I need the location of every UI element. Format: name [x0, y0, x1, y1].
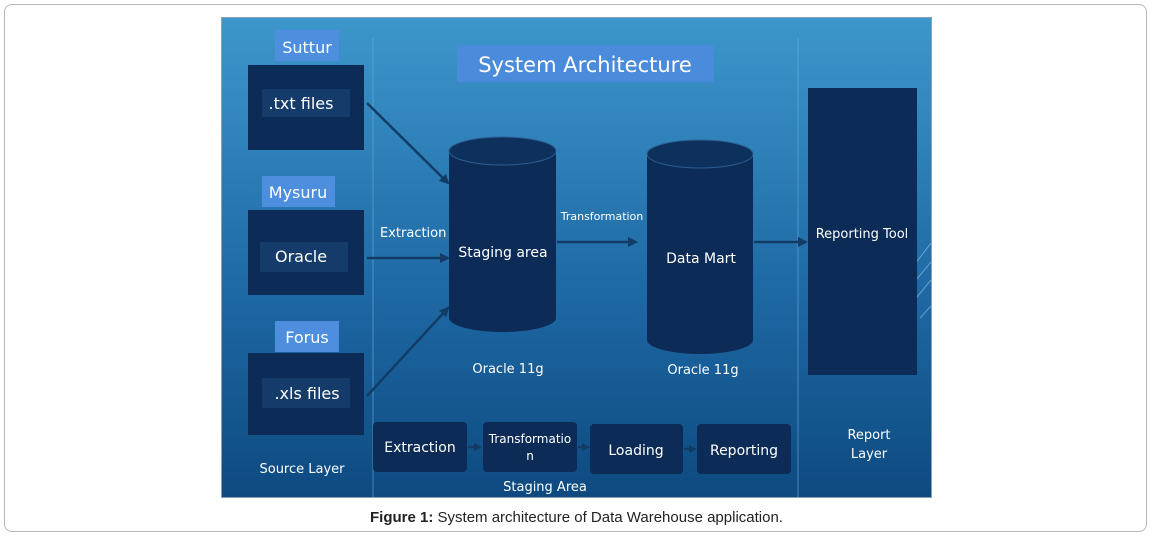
pipeline-step-label: Transformatio: [488, 432, 571, 446]
pipeline-label: Staging Area: [503, 480, 587, 495]
data-mart-db-label: Oracle 11g: [667, 363, 738, 378]
source-location-suttur: [275, 30, 339, 61]
source-location-label: Suttur: [282, 38, 332, 57]
source-layer-label: Source Layer: [259, 462, 345, 477]
figure-caption: Figure 1: System architecture of Data Wa…: [0, 509, 1153, 526]
source-file-box: [262, 378, 350, 408]
source-file-label: Oracle: [275, 247, 327, 266]
source-location-label: Mysuru: [269, 183, 327, 202]
reporting-tool-label: Reporting Tool: [816, 227, 909, 242]
staging-db-label: Oracle 11g: [472, 362, 543, 377]
source-location-label: Forus: [285, 328, 328, 347]
report-layer-label-line1: Report: [847, 428, 890, 443]
data-mart-label: Data Mart: [666, 251, 736, 267]
extraction-label: Extraction: [380, 226, 446, 241]
source-file-box: [262, 89, 350, 117]
data-mart-cylinder: [646, 139, 754, 354]
diagram-canvas: System Architecture Suttur .txt files My…: [222, 18, 931, 497]
title-box: [457, 45, 714, 82]
pipeline-step-label: Extraction: [384, 440, 455, 456]
pipeline-step-transformation: [483, 422, 577, 472]
staging-area-cylinder: [448, 136, 557, 332]
source-location-forus: [275, 321, 339, 352]
report-layer-label-line2: Layer: [851, 447, 888, 462]
extraction-arrow-xls: [366, 306, 450, 397]
pipeline-step-loading: [590, 424, 683, 474]
reporting-tool-box: [808, 88, 917, 375]
pipeline-step-reporting: [697, 424, 791, 474]
figure-caption-text: System architecture of Data Warehouse ap…: [433, 509, 783, 526]
pipeline-step-extraction: [373, 422, 467, 472]
source-file-box: [260, 242, 348, 272]
pipeline-step-label: Loading: [608, 443, 663, 459]
source-location-mysuru: [262, 176, 335, 207]
diagram-title: System Architecture: [478, 53, 692, 77]
extraction-arrow-txt: [366, 102, 450, 185]
architecture-diagram: System Architecture Suttur .txt files My…: [221, 17, 932, 498]
transformation-label: Transformation: [560, 210, 644, 223]
pipeline-step-label: Reporting: [710, 443, 778, 459]
pipeline-step-label-line2: n: [526, 449, 534, 463]
source-file-label: .txt files: [269, 94, 334, 113]
figure-caption-prefix: Figure 1:: [370, 509, 434, 526]
source-file-label: .xls files: [274, 384, 339, 403]
staging-area-label: Staging area: [458, 245, 547, 261]
